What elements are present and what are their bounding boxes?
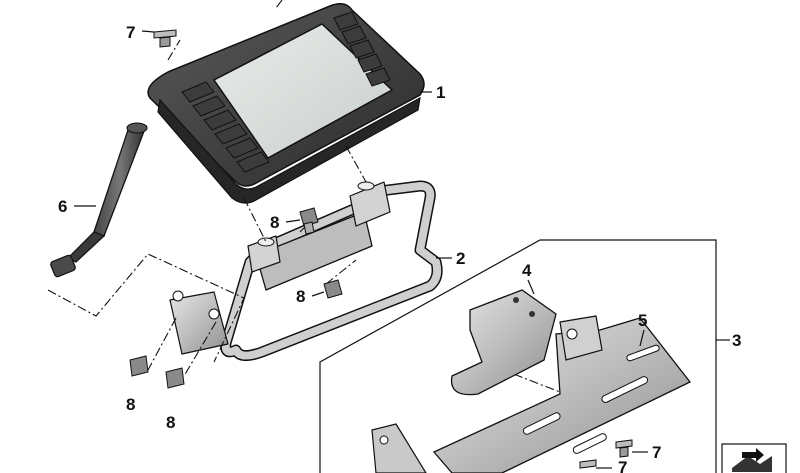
sheet-symbol-icon <box>721 443 787 473</box>
tubular-mounting-bracket <box>169 180 443 361</box>
hex-bolt-3 <box>129 355 149 377</box>
slotted-adapter-plate <box>371 315 692 473</box>
callout-2: 2 <box>456 249 465 268</box>
callout-8-bottom-right: 8 <box>166 413 175 432</box>
antenna-rod <box>50 122 148 278</box>
hex-bolt-2 <box>323 279 343 299</box>
callout-7-kit-bottom: 7 <box>618 458 627 473</box>
callout-3: 3 <box>732 331 741 350</box>
leader-lines <box>74 30 730 469</box>
callout-5: 5 <box>638 311 647 330</box>
bent-holder-plate <box>450 289 557 396</box>
kit-frame <box>319 239 717 473</box>
hex-bolt-1 <box>299 207 319 235</box>
callout-8-upper: 8 <box>270 213 279 232</box>
callout-8-bottom-left: 8 <box>126 395 135 414</box>
assembly-lines <box>47 0 593 395</box>
flange-screw-kit-2 <box>579 459 597 469</box>
display-left-buttons <box>181 81 270 173</box>
flange-screw-top <box>153 29 177 48</box>
display-right-buttons <box>333 11 391 87</box>
navigation-display-unit <box>147 3 425 204</box>
flange-screw-kit-1 <box>615 439 633 458</box>
callout-8-middle: 8 <box>296 287 305 306</box>
callout-7-kit-right: 7 <box>652 443 661 462</box>
callout-1: 1 <box>436 83 445 102</box>
callout-6: 6 <box>58 197 67 216</box>
callout-7-top: 7 <box>126 23 135 42</box>
hex-bolt-4 <box>165 367 185 389</box>
callout-4: 4 <box>522 261 532 280</box>
